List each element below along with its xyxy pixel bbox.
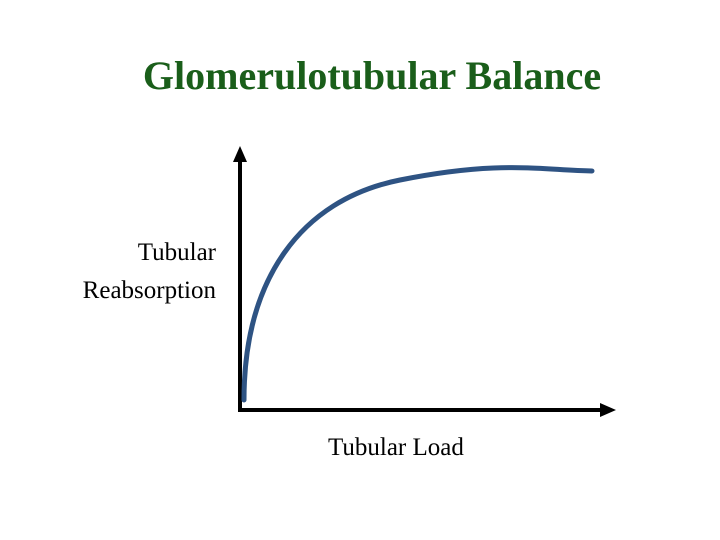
y-axis-label: Tubular Reabsorption bbox=[83, 234, 216, 310]
y-axis-arrowhead bbox=[233, 146, 247, 162]
x-axis-arrowhead bbox=[600, 403, 616, 417]
y-axis-label-line-1: Tubular bbox=[137, 239, 216, 266]
slide-title: Glomerulotubular Balance bbox=[142, 53, 602, 98]
x-axis-label: Tubular Load bbox=[328, 434, 464, 461]
reabsorption-curve bbox=[241, 165, 595, 403]
y-axis-label-line-2: Reabsorption bbox=[82, 277, 216, 304]
